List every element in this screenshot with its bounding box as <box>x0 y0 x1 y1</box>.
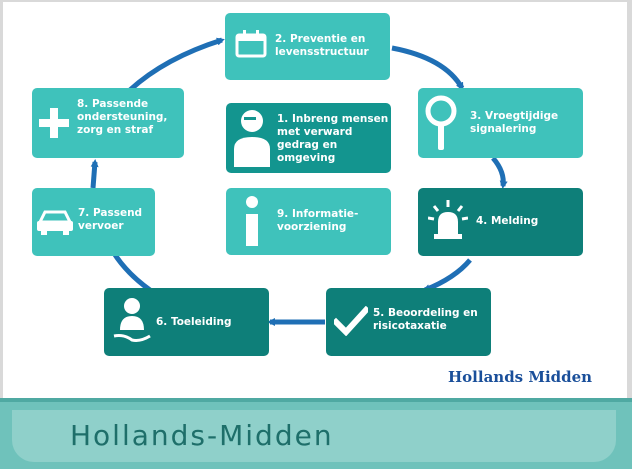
calendar-icon <box>235 30 267 58</box>
arrow-3-to-4 <box>491 156 508 189</box>
checkmark-icon <box>334 306 368 336</box>
footer-band: Hollands-Midden <box>0 398 632 469</box>
step-4-box: 4. Melding <box>418 188 583 256</box>
arrow-6-to-7 <box>109 247 152 293</box>
footer-title: Hollands-Midden <box>70 419 334 452</box>
step-8-label: 8. Passende ondersteuning, zorg en straf <box>77 98 168 136</box>
arrow-2-to-3 <box>391 45 465 91</box>
person-icon <box>234 110 270 167</box>
footer-panel <box>12 410 616 462</box>
step-5-box: 5. Beoordeling en risicotaxatie <box>326 288 491 356</box>
siren-icon <box>428 200 468 239</box>
step-1-box: 1. Inbreng mensen met verward gedrag en … <box>226 103 391 173</box>
info-icon <box>246 196 258 246</box>
step-2-box: 2. Preventie en levensstructuur <box>225 13 390 80</box>
plus-icon <box>39 108 69 138</box>
step-6-label: 6. Toeleiding <box>156 316 232 328</box>
step-9-label: 9. Informatie-voorziening <box>277 208 359 233</box>
step-3-box: 3. Vroegtijdige signalering <box>418 88 583 158</box>
brand-logo-text: Hollands Midden <box>448 368 593 386</box>
step-5-label: 5. Beoordeling en risicotaxatie <box>373 307 478 332</box>
arrow-8-to-2 <box>128 37 225 92</box>
step-3-label: 3. Vroegtijdige signalering <box>470 110 559 135</box>
car-icon <box>37 210 73 235</box>
hand-person-icon <box>113 298 151 342</box>
step-4-label: 4. Melding <box>476 215 539 227</box>
magnifier-icon <box>425 95 457 150</box>
arrow-7-to-8 <box>90 159 99 189</box>
arrow-4-to-5 <box>422 258 472 293</box>
step-1-label: 1. Inbreng mensen met verward gedrag en … <box>277 113 389 164</box>
step-6-box: 6. Toeleiding <box>104 288 269 356</box>
step-7-label: 7. Passend vervoer <box>78 207 143 232</box>
step-9-box: 9. Informatie-voorziening <box>226 188 391 255</box>
step-7-box: 7. Passend vervoer <box>32 188 155 256</box>
step-8-box: 8. Passende ondersteuning, zorg en straf <box>32 88 184 158</box>
step-2-label: 2. Preventie en levensstructuur <box>275 33 369 58</box>
